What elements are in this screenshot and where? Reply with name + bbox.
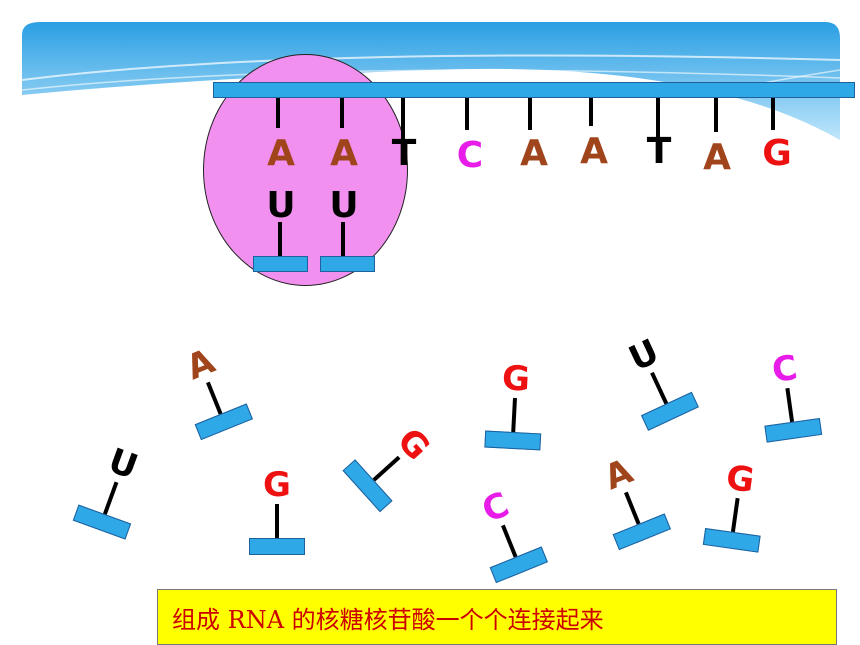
dna-base-stick bbox=[276, 98, 280, 128]
caption-text: 组成 RNA 的核糖核苷酸一个个连接起来 bbox=[172, 605, 604, 634]
dna-base: T bbox=[391, 133, 417, 174]
free-nucleotide: A bbox=[167, 338, 264, 462]
dna-base-stick bbox=[656, 98, 660, 142]
header-wave-banner bbox=[21, 22, 841, 140]
dna-base: A bbox=[330, 133, 358, 174]
nucleotide-stick bbox=[650, 371, 669, 405]
nucleotide-base: U bbox=[103, 440, 143, 488]
dna-base: G bbox=[762, 133, 792, 174]
ribose-phosphate-block bbox=[249, 538, 305, 555]
nucleotide-stick bbox=[501, 524, 518, 558]
nucleotide-stick bbox=[275, 504, 279, 538]
free-nucleotide: G bbox=[324, 411, 446, 529]
nucleotide-stick bbox=[624, 491, 641, 525]
nucleotide-base: G bbox=[500, 358, 531, 400]
ribose-phosphate-block bbox=[640, 391, 699, 431]
ribose-phosphate-block bbox=[194, 403, 253, 441]
nucleotide-base: U bbox=[622, 331, 665, 380]
dna-base-stick bbox=[528, 98, 532, 130]
dna-base-stick bbox=[465, 98, 469, 130]
nucleotide-stick bbox=[102, 481, 119, 515]
free-nucleotide: C bbox=[462, 481, 559, 605]
dna-base-stick bbox=[714, 98, 718, 132]
free-nucleotide: G bbox=[481, 358, 547, 474]
nucleotide-stick bbox=[206, 381, 223, 415]
nucleotide-base: A bbox=[599, 451, 639, 499]
nucleotide-base: G bbox=[263, 465, 291, 505]
nucleotide-stick bbox=[730, 497, 740, 533]
caption-box: 组成 RNA 的核糖核苷酸一个个连接起来 bbox=[157, 589, 837, 645]
nucleotide-stick bbox=[372, 455, 401, 482]
free-nucleotide: G bbox=[247, 468, 307, 578]
free-nucleotide: G bbox=[698, 458, 773, 575]
ribose-phosphate-block bbox=[702, 527, 761, 553]
ribose-phosphate-block bbox=[612, 513, 671, 551]
free-nucleotide: U bbox=[610, 327, 711, 452]
free-nucleotide: U bbox=[63, 438, 157, 562]
ribose-phosphate-block bbox=[764, 417, 823, 443]
dna-template-strand bbox=[213, 82, 855, 98]
dna-base-stick bbox=[589, 98, 593, 126]
free-nucleotide: C bbox=[753, 348, 828, 465]
dna-base: A bbox=[703, 137, 731, 178]
dna-base: T bbox=[646, 131, 672, 172]
ribose-phosphate-block bbox=[489, 546, 548, 584]
rna-base: U bbox=[266, 185, 296, 226]
dna-base-stick bbox=[771, 98, 775, 130]
ribose-phosphate-block bbox=[72, 504, 132, 540]
dna-base: A bbox=[580, 131, 608, 172]
nucleotide-base: C bbox=[476, 484, 515, 531]
dna-base: C bbox=[456, 135, 484, 176]
rna-base: U bbox=[329, 185, 359, 226]
rna-base-stick bbox=[278, 222, 282, 256]
nucleotide-base: G bbox=[389, 420, 438, 469]
dna-base: A bbox=[520, 133, 548, 174]
dna-base: A bbox=[267, 133, 295, 174]
nucleotide-base: G bbox=[723, 457, 757, 502]
ribose-phosphate-block bbox=[320, 256, 375, 272]
ribose-phosphate-block bbox=[253, 256, 308, 272]
nucleotide-stick bbox=[511, 397, 517, 433]
rna-base-stick bbox=[341, 222, 345, 256]
dna-base-stick bbox=[340, 98, 344, 128]
free-nucleotide: A bbox=[585, 448, 682, 572]
nucleotide-base: C bbox=[769, 347, 800, 391]
ribose-phosphate-block bbox=[484, 430, 542, 451]
nucleotide-base: A bbox=[181, 341, 221, 389]
dna-base-stick bbox=[401, 98, 405, 140]
nucleotide-stick bbox=[785, 387, 795, 423]
